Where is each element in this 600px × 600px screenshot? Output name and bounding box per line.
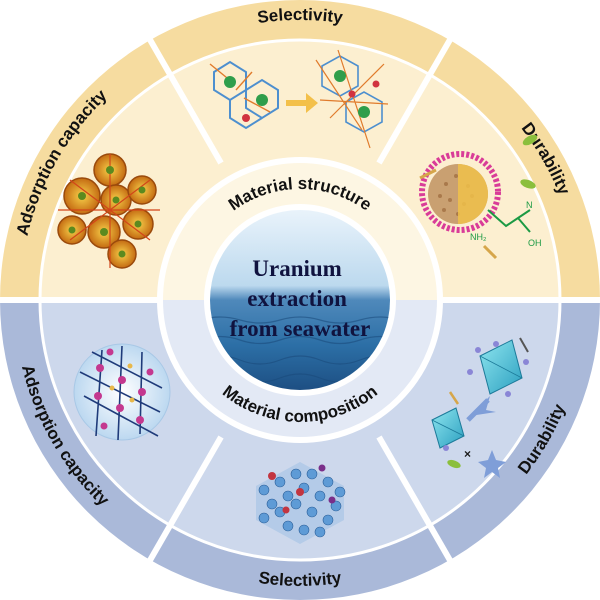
- outer-band-bottom: [0, 300, 600, 600]
- inner-ring-top: [160, 160, 440, 300]
- picture-ring-border: [38, 38, 562, 562]
- picture-ring-bottom: [40, 300, 560, 560]
- divider-lines: [0, 29, 600, 571]
- svg-text:×: ×: [464, 447, 471, 461]
- crystal-lattice-cube-icon: [256, 462, 346, 544]
- svg-text:OH: OH: [528, 238, 542, 248]
- octahedral-crystal-icon: ×: [431, 337, 529, 478]
- center-title-line-3: from seawater: [230, 316, 371, 341]
- outer-label-top-middle: Selectivity: [256, 5, 344, 27]
- picture-ring-top: [40, 40, 560, 300]
- center-title-line-1: Uranium: [252, 256, 341, 281]
- svg-text:Uranium extraction: Uranium extraction from seawater: [230, 256, 371, 341]
- fiber-amidoxime-icon: NH₂ OH N: [419, 134, 542, 260]
- framework-chain-icon: [209, 49, 389, 149]
- polymer-network-sphere-icon: [73, 343, 171, 441]
- center-title-line-2: extraction: [247, 286, 347, 311]
- mof-crystal-icon: [57, 153, 160, 269]
- svg-text:NH₂: NH₂: [470, 232, 487, 242]
- outer-label-bottom-middle: Selectivity: [258, 568, 343, 590]
- inner-ring-bottom: [160, 300, 440, 440]
- outer-band-top: [0, 0, 600, 300]
- center-disc: Uranium extraction from seawater: [204, 204, 396, 396]
- svg-text:N: N: [526, 200, 533, 210]
- inner-ring-border: [157, 157, 443, 443]
